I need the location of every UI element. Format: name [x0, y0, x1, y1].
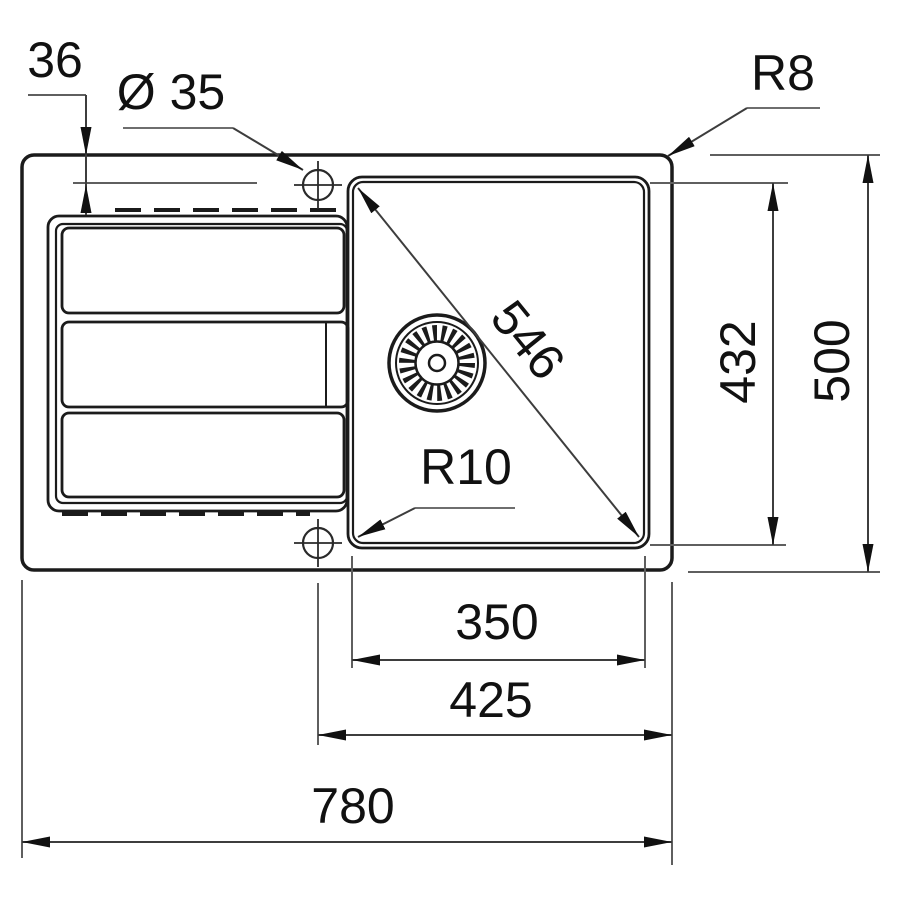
dim-label-425: 425: [449, 672, 532, 728]
dim-label-432: 432: [710, 320, 766, 403]
bowl: [346, 175, 651, 550]
tap-hole-top: [294, 161, 342, 209]
leader-callouts: Ø 35 R8 R10: [117, 45, 820, 538]
callout-bowl-corner-radius: R10: [357, 439, 515, 538]
dimension-overall-width: 780: [22, 778, 672, 848]
callout-label-d35: Ø 35: [117, 64, 225, 120]
dim-label-36: 36: [27, 32, 83, 88]
leader-d35-arrow: [232, 127, 304, 171]
leader-r10-arrow: [357, 507, 416, 538]
extension-lines: [21, 154, 880, 865]
drainboard-rib-3: [60, 411, 346, 499]
dim-label-546: 546: [480, 290, 576, 390]
tap-hole-bottom: [294, 519, 342, 567]
callout-label-r10: R10: [420, 439, 512, 495]
dim-label-350: 350: [455, 594, 538, 650]
sink-outer-rim: [20, 153, 674, 572]
dimension-bowl-length: 432: [710, 183, 779, 545]
dimension-bowl-width: 350: [352, 594, 645, 666]
callout-outer-corner-radius: R8: [667, 45, 820, 157]
dim-line-546: [357, 187, 640, 538]
callout-tap-hole-diameter: Ø 35: [117, 64, 304, 171]
drainboard-rib-2: [60, 320, 350, 409]
leader-r8-arrow: [667, 107, 748, 157]
dimension-hole-edge-offset: 36: [27, 32, 92, 215]
bowl-inner-rim: [351, 180, 646, 545]
dim-label-500: 500: [804, 319, 860, 402]
dimension-hole-to-right-edge: 425: [318, 672, 672, 741]
bowl-outer-rim: [346, 175, 651, 550]
drainboard-outer-edge: [46, 214, 349, 513]
strainer-center-hole: [427, 353, 447, 373]
drainboard-rib-1: [60, 226, 346, 315]
dimension-overall-depth: 500: [804, 155, 874, 572]
sink-body: [20, 153, 674, 572]
callout-label-r8: R8: [751, 45, 815, 101]
drainboard: [46, 208, 350, 516]
dim-label-780: 780: [311, 778, 394, 834]
drainboard-inner-edge: [54, 222, 349, 505]
